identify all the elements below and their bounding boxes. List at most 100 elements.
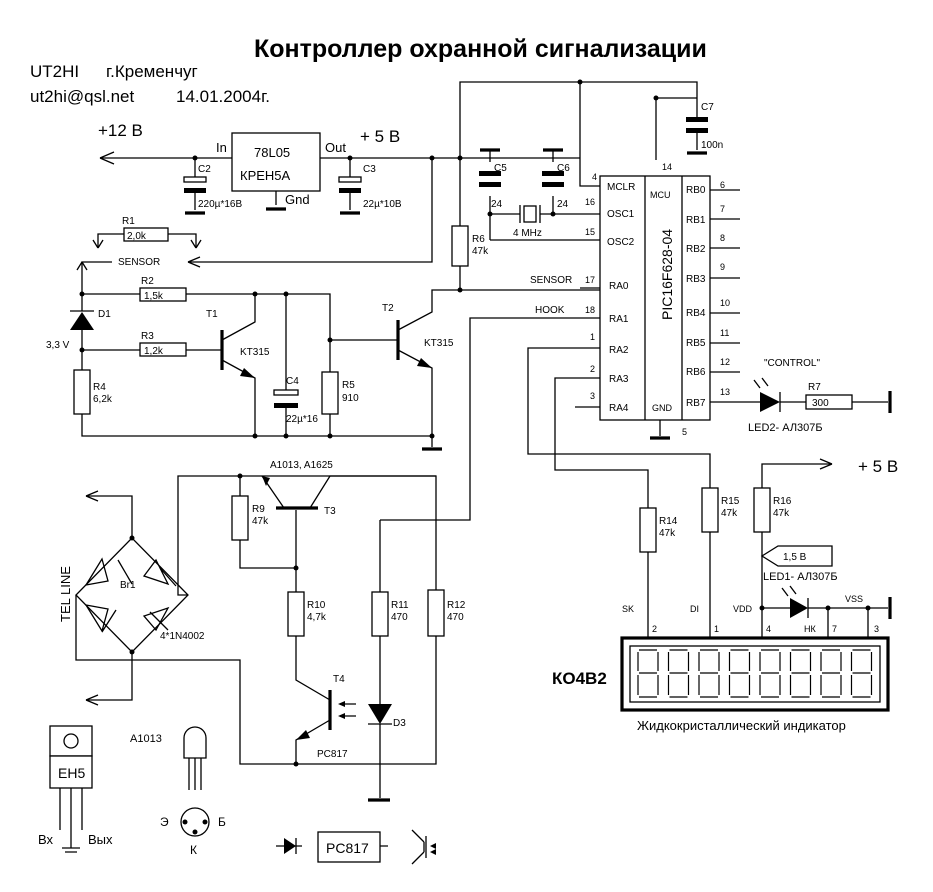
a1013-pin-b [202,819,208,825]
lcd-caption: Жидкокристаллический индикатор [637,718,846,733]
t4-label: T4 [333,674,345,685]
t4-arrow [296,730,310,740]
net-sensor: SENSOR [530,275,572,286]
r6-resistor [451,225,469,267]
r3-resistor [139,342,187,357]
lcd-digit [820,649,842,698]
light-arrows-icon [753,377,769,389]
junction [192,155,198,161]
pin-number: 14 [662,162,672,172]
junction [347,155,353,161]
t1-label: T1 [206,309,218,320]
r5-label: R5 [342,380,355,391]
lcd-pin-sk: SK [622,604,634,614]
lcd-name: КО4В2 [552,669,607,688]
pin-number: 11 [720,328,729,338]
net-hook: HOOK [535,305,565,316]
pin-ra0: RA0 [609,281,629,292]
r11-label: R11 [391,600,409,611]
pin-rb4: RB4 [686,308,706,319]
r14-label: R14 [659,516,678,527]
r1-label: R1 [122,216,135,227]
crystal-label: 4 MHz [513,228,542,239]
pin-ra4: RA4 [609,403,629,414]
eh5-label: ЕН5 [58,765,85,781]
pin-number: 7 [720,204,725,214]
pin-rb3: RB3 [686,274,706,285]
c5-label: C5 [494,163,507,174]
pin-ra3: RA3 [609,374,629,385]
label-5v-b: + 5 В [858,457,898,476]
r14-resistor [639,507,657,553]
r11-value: 470 [391,612,408,623]
sensor-feed-wire [188,158,433,263]
lcd-digit [789,649,812,698]
r15-resistor [701,487,719,533]
eh5-in: Вх [38,832,54,847]
r5-wire [286,293,398,436]
junction [237,473,243,479]
r3-label: R3 [141,331,154,342]
eh5-pins [59,788,83,853]
optocoupler-led-icon [284,838,296,854]
pin-rb5: RB5 [686,338,706,349]
pin-number: 10 [720,298,730,308]
r2-label: R2 [141,276,154,287]
pin-rb0: RB0 [686,185,706,196]
mcu-gnd-label: GND [652,403,673,413]
eh5-mounting-hole [63,733,79,749]
r16-wire [761,463,832,638]
r11-resistor [371,591,389,637]
r7-label: R7 [808,382,821,393]
eh5-package-tab [49,725,93,757]
mcu-name: PIC16F628-04 [659,229,675,320]
lcd-digit [637,649,659,698]
t2-label: T2 [382,303,394,314]
pin-osc2: OSC2 [607,237,635,248]
junction [759,605,765,611]
voltage-flag [760,545,833,567]
br1-label: Br1 [120,580,136,591]
lcd-pin-number: 3 [874,624,879,634]
r9-label: R9 [252,504,265,515]
t2-transistor [397,289,460,436]
phototransistor-icon [411,829,427,865]
r10-resistor [287,591,305,637]
pin-number: 3 [590,391,595,401]
c4-plate [274,403,298,408]
led1-voltage: 1,5 В [783,552,807,563]
a1013-pin-k [192,829,198,835]
pin-b-label: Б [218,815,226,829]
light-arrows-icon [781,585,797,597]
t1-arrow [240,368,255,378]
pin-e-label: Э [160,815,169,829]
pin-ra2: RA2 [609,345,629,356]
a1013-legs [188,758,202,790]
arrow-icon [819,458,833,470]
lcd-pin-number: 4 [766,624,771,634]
lcd-pin-vdd: VDD [733,604,753,614]
arrow-icon [92,239,202,249]
a1013-pin-e [182,819,188,825]
r14-value: 47k [659,528,676,539]
t2-arrow [417,358,432,368]
phototransistor-arrows [430,843,436,855]
d3-label: D3 [393,718,406,729]
c4-label: C4 [286,376,299,387]
author-city: г.Кременчуг [106,62,198,81]
pin-osc1: OSC1 [607,209,635,220]
lcd-digit [728,649,751,698]
r16-value: 47k [773,508,790,519]
pin-number: 16 [585,197,595,207]
r10-value: 4,7k [307,612,327,623]
c7-plate [686,128,708,133]
gnd-bus [81,414,432,437]
c3-value: 22µ*10В [363,199,402,210]
c3-plate [339,188,361,193]
c7-label: C7 [701,102,714,113]
zener-d1-icon [70,312,94,330]
r2-value: 1,5k [144,291,164,302]
r6-value: 47k [472,246,489,257]
c5-plate [479,171,501,176]
